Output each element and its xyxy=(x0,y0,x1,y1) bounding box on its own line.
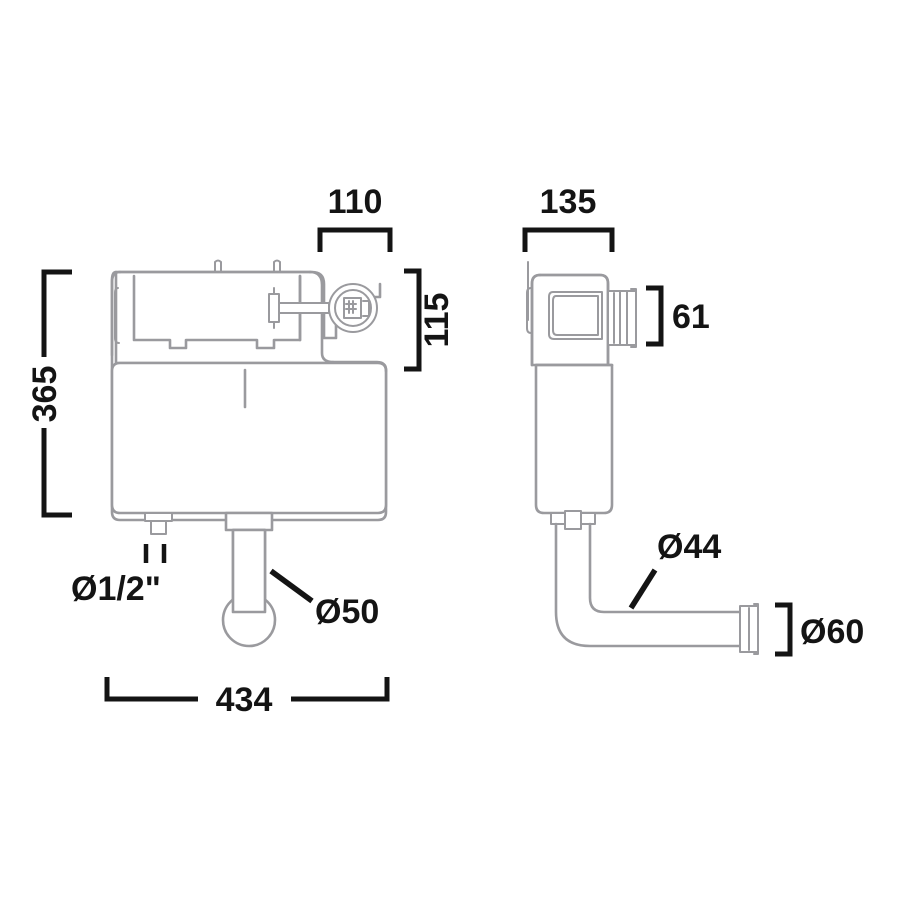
dimension-61-bracket xyxy=(646,285,664,347)
front-inner-chamber xyxy=(132,274,302,350)
front-flush-pipe-barrel-front xyxy=(231,528,267,614)
dimension-61-group: 61 xyxy=(646,285,710,347)
front-mounting-pin-right xyxy=(273,259,281,273)
front-tank-body xyxy=(110,361,388,515)
dimension-110-group: 110 xyxy=(317,183,393,252)
diameter-bend-pipe-group: Ø44 xyxy=(628,528,721,610)
diameter-outlet-end-label: Ø60 xyxy=(800,613,864,651)
dimension-434-bracket xyxy=(104,677,390,702)
front-inlet-connector xyxy=(144,512,173,535)
diameter-flush-pipe-group: Ø50 xyxy=(269,568,379,631)
dimension-61-label: 61 xyxy=(672,298,710,336)
dimension-115-group: 115 xyxy=(404,268,456,372)
dimension-135-group: 135 xyxy=(522,183,615,252)
front-inlet-flange xyxy=(144,512,173,522)
front-valve-side-tab xyxy=(362,300,370,317)
side-outlet-bend-pipe xyxy=(554,522,759,655)
side-connector-left-tab xyxy=(550,512,566,525)
side-elevation-view xyxy=(526,261,759,655)
front-left-inner-rib xyxy=(114,287,120,344)
front-valve-button-plate xyxy=(343,297,362,319)
side-upper-housing xyxy=(530,273,610,367)
dimension-434-group: 434 xyxy=(104,677,390,719)
dimension-110-label: 110 xyxy=(328,183,383,221)
front-tank-shoulder xyxy=(331,360,388,373)
front-valve-rod xyxy=(273,302,330,314)
dimension-365-bracket xyxy=(41,269,72,518)
front-valve-button-grid xyxy=(345,300,357,314)
diameter-outlet-end-group: Ø60 xyxy=(775,602,864,657)
side-button-recess-inner xyxy=(552,295,599,336)
side-connector-right-tab xyxy=(580,512,596,525)
diameter-flush-pipe-label: Ø50 xyxy=(315,593,379,631)
front-valve-collar xyxy=(268,293,280,323)
side-bend-end-cap xyxy=(753,603,759,655)
diameter-inlet-group: Ø1/2" xyxy=(71,544,167,608)
front-elevation-view xyxy=(110,259,388,648)
side-tank-body xyxy=(534,363,614,515)
dimension-434-label: 434 xyxy=(216,681,273,719)
side-upper-housing-top xyxy=(538,273,610,367)
dimension-135-label: 135 xyxy=(540,183,597,221)
dimension-365-label: 365 xyxy=(26,366,64,423)
side-bottom-connector xyxy=(550,510,596,530)
side-bend-pipe-inner xyxy=(588,522,744,614)
side-spigot-body xyxy=(607,290,637,346)
side-upper-housing-outline xyxy=(530,273,542,367)
side-bend-pipe-outer xyxy=(554,522,744,648)
front-upper-right-step xyxy=(308,270,335,364)
front-mounting-pin-left xyxy=(214,259,222,273)
side-connector-center xyxy=(564,510,582,530)
bend-pipe-leader xyxy=(628,568,658,610)
dimension-135-bracket xyxy=(522,227,615,252)
front-left-edge xyxy=(110,270,122,357)
side-spigot-end-ring xyxy=(630,288,637,348)
diameter-inlet-label: Ø1/2" xyxy=(71,570,161,608)
diameter-outlet-end-bracket xyxy=(775,602,793,657)
front-inlet-body xyxy=(150,520,167,535)
side-outlet-spigot xyxy=(607,288,637,348)
dimension-115-bracket xyxy=(404,268,422,372)
diameter-bend-pipe-label: Ø44 xyxy=(657,528,721,566)
side-button-recess xyxy=(548,291,603,340)
dimension-110-bracket xyxy=(317,227,393,252)
flush-pipe-leader xyxy=(269,568,314,604)
side-upper-left-rib xyxy=(526,287,532,334)
dimension-365-group: 365 xyxy=(26,269,72,518)
front-flush-pipe-collar xyxy=(224,511,274,532)
dimension-115-label: 115 xyxy=(418,293,456,348)
front-flush-pipe xyxy=(221,511,277,648)
front-flush-valve-assembly xyxy=(268,283,378,333)
